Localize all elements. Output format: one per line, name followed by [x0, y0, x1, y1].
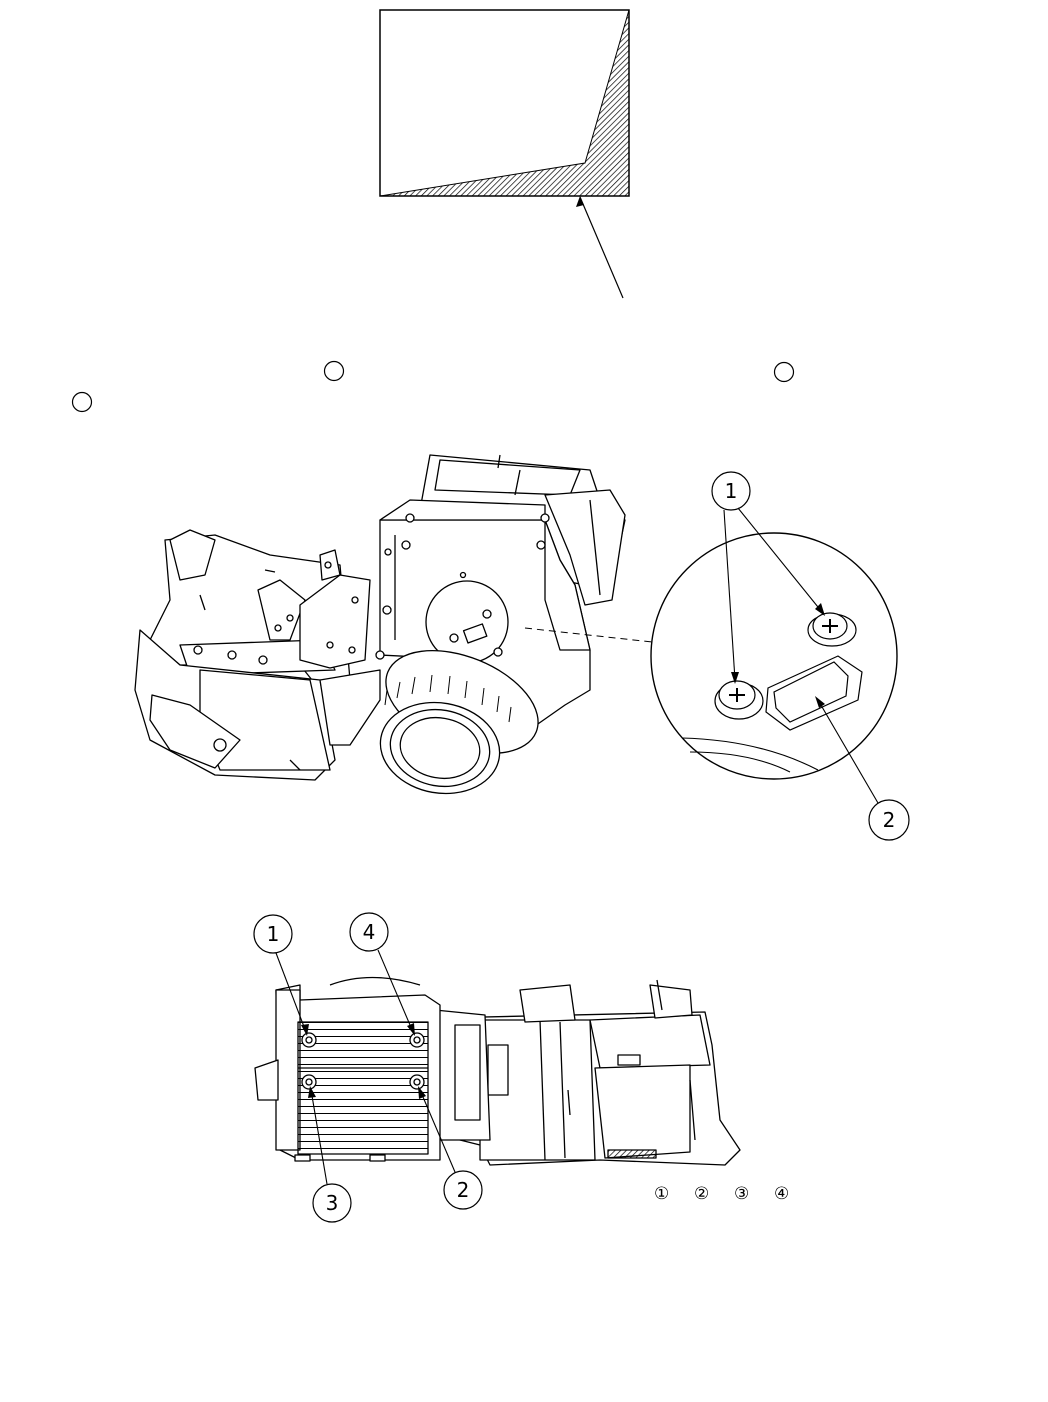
screw-icon — [808, 613, 856, 646]
circle-marker — [73, 393, 92, 412]
callout-number: 4 — [363, 920, 376, 944]
circle-marker — [325, 362, 344, 381]
sequence-step: ① — [654, 1184, 694, 1204]
side-view-illustration — [255, 978, 740, 1166]
callout-number: 2 — [883, 808, 896, 832]
sequence-step: ④ — [774, 1184, 814, 1204]
callout-number: 1 — [267, 922, 280, 946]
callout-number: 2 — [457, 1178, 470, 1202]
optical-engine-illustration — [135, 455, 652, 803]
screen-shape-figure — [380, 10, 629, 298]
sequence-step: ② — [694, 1184, 734, 1204]
pointer-line — [580, 197, 623, 298]
callout-number: 1 — [725, 479, 738, 503]
callout-number: 3 — [326, 1191, 339, 1215]
detail-view — [651, 533, 897, 779]
circle-marker — [775, 363, 794, 382]
sequence-step: ③ — [734, 1184, 774, 1204]
